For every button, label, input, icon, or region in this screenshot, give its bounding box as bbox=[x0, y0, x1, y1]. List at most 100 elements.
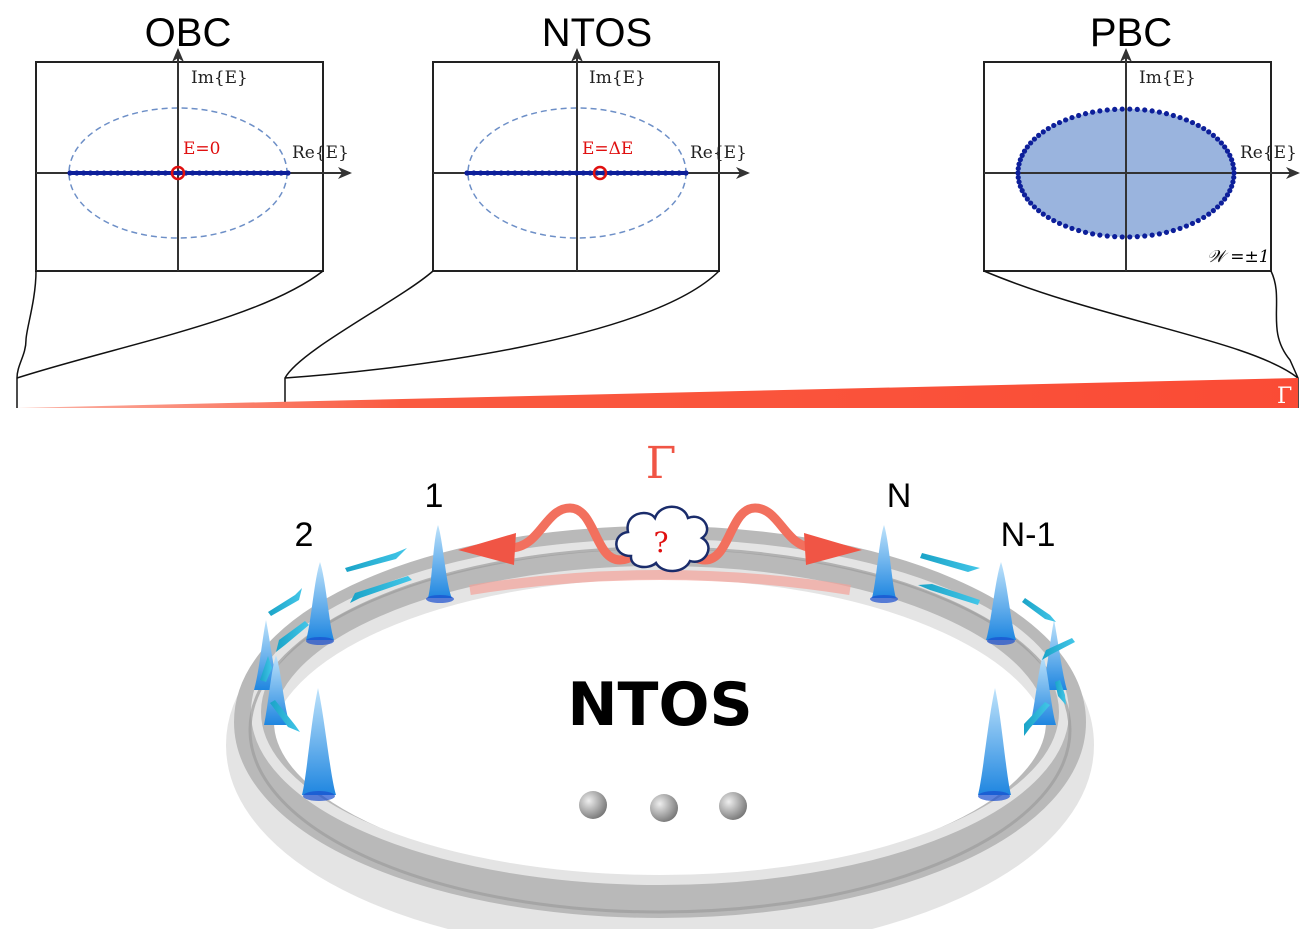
eigenvalue-point bbox=[1201, 214, 1207, 221]
eigenvalue-point bbox=[101, 170, 107, 176]
eigenvalue-point bbox=[217, 170, 223, 176]
eigenvalue-point bbox=[1195, 122, 1201, 129]
eigenvalue-point bbox=[1214, 136, 1221, 142]
ellipsis-dot bbox=[579, 791, 607, 819]
eigenvalue-point bbox=[649, 170, 655, 176]
gamma-wedge bbox=[17, 378, 1298, 408]
ellipsis-dot bbox=[650, 794, 678, 822]
zero-mode-marker bbox=[170, 165, 186, 181]
eigenvalue-point bbox=[1156, 231, 1162, 237]
obc-connector-left bbox=[16, 270, 37, 408]
eigenvalue-point bbox=[546, 170, 552, 176]
eigenvalue-point bbox=[1082, 111, 1089, 117]
eigenvalue-point bbox=[1082, 229, 1089, 235]
im-axis-label: Im{E} bbox=[589, 68, 646, 88]
eigenvalue-point bbox=[1015, 165, 1021, 172]
eigenvalue-point bbox=[1024, 144, 1030, 150]
panel-ntos: NTOS E=ΔE Im{E} Re{E} bbox=[432, 11, 750, 272]
eigenvalue-point bbox=[224, 170, 230, 176]
eigenvalue-point bbox=[1017, 183, 1023, 189]
eigenvalue-point bbox=[244, 170, 250, 176]
eigenvalue-point bbox=[1051, 122, 1057, 129]
eigenvalue-point bbox=[567, 170, 573, 176]
hop-arrow bbox=[345, 548, 407, 572]
hop-arrow bbox=[268, 588, 302, 616]
eigenvalue-point bbox=[1024, 196, 1030, 202]
hop-arrow bbox=[350, 576, 412, 603]
eigenvalue-point bbox=[642, 170, 648, 176]
gamma-bar-label: Γ bbox=[1277, 384, 1292, 409]
eigenvalue-point bbox=[1183, 117, 1189, 123]
eigenvalue-point bbox=[1177, 225, 1183, 232]
eigenvalue-point bbox=[142, 170, 148, 176]
eigenvalue-point bbox=[1206, 129, 1212, 135]
eigenvalue-point bbox=[1015, 170, 1021, 176]
eigenvalue-point bbox=[1112, 106, 1118, 112]
eigenvalue-point bbox=[1218, 200, 1224, 206]
peak-site-N-2 bbox=[1042, 620, 1067, 690]
hop-arrow bbox=[260, 656, 272, 682]
eigenvalue-point bbox=[1017, 157, 1023, 163]
eigenvalue-point bbox=[1036, 132, 1042, 138]
eigenvalue-point bbox=[258, 170, 264, 176]
eigenvalue-point bbox=[149, 170, 155, 176]
eigenvalue-point bbox=[553, 170, 559, 176]
unknown-mark: ? bbox=[653, 526, 668, 559]
eigenvalue-point bbox=[1189, 119, 1196, 126]
eigenvalue-point bbox=[203, 170, 209, 176]
peak-site-N-3 bbox=[1030, 655, 1056, 725]
eigenvalue-point bbox=[683, 170, 689, 176]
peak-site-4 bbox=[264, 655, 290, 725]
winding-number-label: 𝒲 =±1 bbox=[1207, 247, 1270, 267]
eigenvalue-point bbox=[1056, 119, 1063, 126]
spectrum-points bbox=[67, 170, 291, 176]
eigenvalue-point bbox=[251, 170, 257, 176]
eigenvalue-point bbox=[176, 170, 182, 176]
eigenvalue-point bbox=[498, 170, 504, 176]
eigenvalue-point bbox=[1230, 161, 1236, 167]
eigenvalue-point bbox=[505, 170, 511, 176]
re-axis-label: Re{E} bbox=[292, 143, 349, 163]
eigenvalue-point bbox=[1021, 192, 1028, 198]
eigenvalue-point bbox=[635, 170, 641, 176]
eigenvalue-point bbox=[121, 170, 128, 176]
obc-connector-right bbox=[16, 270, 324, 379]
eigenvalue-point bbox=[1222, 144, 1228, 150]
eigenvalue-point bbox=[1189, 220, 1196, 227]
wave-arrowhead-right bbox=[804, 533, 862, 565]
eigenvalue-point bbox=[1156, 109, 1162, 115]
eigenvalue-point bbox=[1183, 223, 1189, 229]
eigenvalue-point bbox=[1210, 208, 1216, 214]
eigenvalue-point bbox=[1104, 107, 1110, 113]
ring-schematic: NTOS 1 2 N N-1 Γ ? bbox=[226, 438, 1094, 929]
zoom-connectors bbox=[16, 270, 1299, 408]
eigenvalue-point bbox=[1206, 211, 1212, 217]
ntos-connector-left bbox=[284, 270, 434, 408]
eigenvalue-point bbox=[560, 170, 566, 176]
eigenvalue-point bbox=[676, 170, 682, 176]
eigenvalue-point bbox=[491, 170, 497, 176]
eigenvalue-point bbox=[519, 170, 525, 176]
eigenvalue-point bbox=[1163, 111, 1170, 117]
eigenvalue-point bbox=[587, 170, 593, 176]
eigenvalue-point bbox=[628, 170, 634, 176]
eigenvalue-point bbox=[512, 170, 518, 176]
eigenvalue-point bbox=[1170, 227, 1176, 234]
eigenvalue-point bbox=[669, 170, 675, 176]
eigenvalue-point bbox=[1097, 232, 1103, 238]
marker-label: E=0 bbox=[183, 139, 220, 159]
eigenvalue-point bbox=[1090, 109, 1096, 115]
site-label-2: 2 bbox=[295, 516, 314, 554]
eigenvalue-point bbox=[115, 170, 121, 176]
eigenvalue-point bbox=[1231, 170, 1237, 176]
hop-arrow bbox=[1022, 598, 1056, 622]
eigenvalue-point bbox=[237, 170, 243, 176]
eigenvalue-point bbox=[1127, 234, 1133, 240]
eigenvalue-point bbox=[1229, 157, 1235, 163]
ring-center-label: NTOS bbox=[567, 670, 752, 740]
eigenvalue-point bbox=[1045, 125, 1051, 132]
eigenvalue-point bbox=[1231, 165, 1237, 172]
site-label-N: N bbox=[887, 477, 912, 515]
ntos-connector-right bbox=[284, 270, 720, 379]
marker-label: E=ΔE bbox=[582, 139, 633, 159]
